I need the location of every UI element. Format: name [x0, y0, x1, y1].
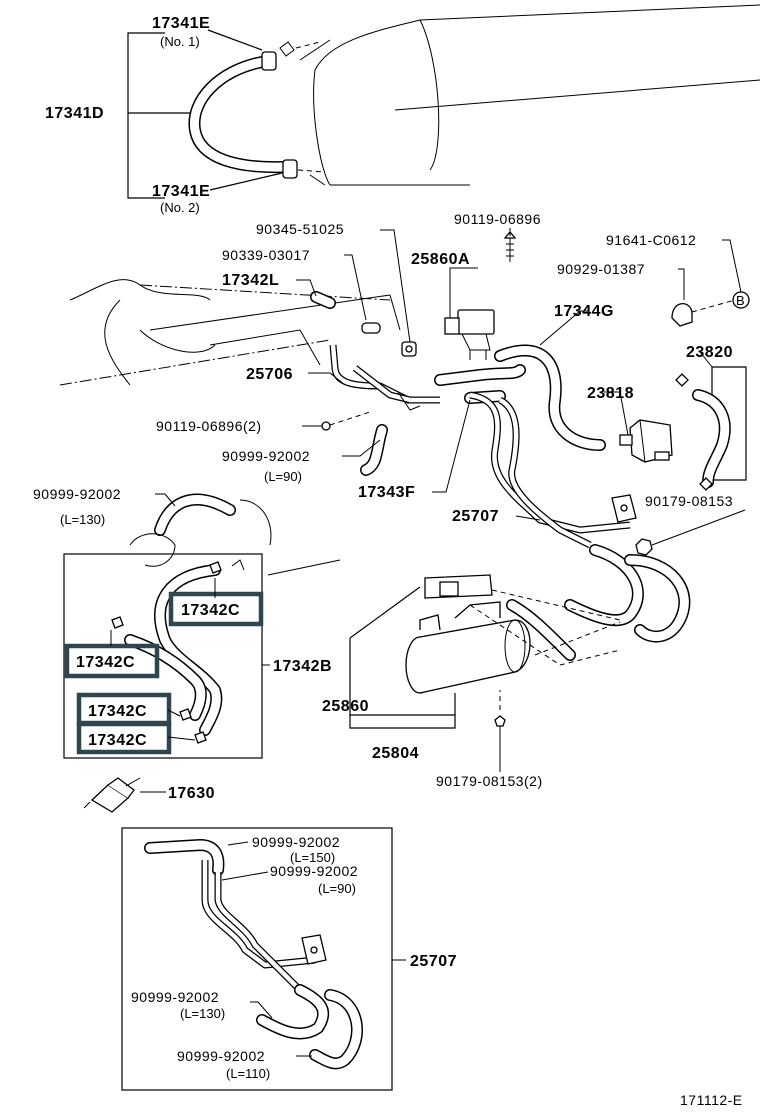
- detail-label-90999-L110: 90999-92002: [177, 1048, 265, 1064]
- detail-label-90999-L110-note: (L=110): [226, 1066, 270, 1081]
- bolt-90119-x2: [321, 411, 371, 431]
- label-90999-92002-L90-note: (L=90): [264, 469, 302, 484]
- clip-17341E-no2: [282, 159, 326, 179]
- detail-label-25707: 25707: [410, 953, 457, 970]
- callout-17342C-1: 17342C: [181, 602, 240, 619]
- detail-label-90999-L150: 90999-92002: [252, 834, 340, 850]
- detail-label-90999-L130-note: (L=130): [180, 1006, 225, 1021]
- ref-B-marker: B: [732, 291, 750, 309]
- detail-label-90999-L90-note: (L=90): [318, 881, 356, 896]
- callout-17342C-3: 17342C: [88, 703, 147, 720]
- engine-outline-mid: [59, 279, 401, 386]
- vsv-23818: [619, 419, 673, 463]
- engine-outline-top: [299, 4, 760, 186]
- label-90179-08153-x2: 90179-08153(2): [436, 773, 543, 789]
- label-17341D: 17341D: [45, 105, 104, 122]
- hose-17344G: [494, 344, 606, 451]
- detail-pipe-assembly: [144, 839, 363, 1070]
- label-90119-06896-x2: 90119-06896(2): [156, 418, 262, 434]
- figure-id: 171112-E: [680, 1092, 743, 1108]
- filter-17630: [83, 777, 141, 813]
- label-90339-03017: 90339-03017: [222, 247, 310, 263]
- label-91641-C0612: 91641-C0612: [606, 232, 696, 248]
- detail-label-90999-L130: 90999-92002: [131, 989, 219, 1005]
- leader-lines: [110, 228, 742, 1057]
- clip-17341E-no1: [261, 41, 321, 71]
- label-23818: 23818: [587, 385, 634, 402]
- label-17341E-no1: 17341E: [152, 15, 210, 32]
- box-17342B: [63, 553, 263, 759]
- label-25860: 25860: [322, 698, 369, 715]
- nut-90179-right: [635, 509, 746, 556]
- bolt-90119-top: [503, 230, 517, 262]
- hose-23820: [675, 373, 731, 491]
- pipe-assembly-25707: [469, 391, 691, 661]
- label-17344G: 17344G: [554, 303, 614, 320]
- label-90179-08153-right: 90179-08153: [645, 493, 733, 509]
- box-detail-25707: [121, 827, 393, 1091]
- vsv-screw-90345: [401, 341, 417, 357]
- hose-assembly-17342B: [111, 559, 245, 744]
- hose-17343F: [434, 364, 526, 404]
- hose-assembly-25706: [329, 344, 440, 411]
- label-90119-06896-top: 90119-06896: [454, 211, 541, 227]
- label-25706: 25706: [246, 366, 293, 383]
- label-17342B: 17342B: [273, 658, 332, 675]
- label-25860A: 25860A: [411, 251, 470, 268]
- label-17630: 17630: [168, 785, 215, 802]
- label-90999-92002-L130: 90999-92002: [33, 486, 121, 502]
- detail-label-90999-L150-note: (L=150): [290, 850, 335, 865]
- label-23820: 23820: [686, 344, 733, 361]
- clamp-90929: [671, 299, 736, 327]
- label-90929-01387: 90929-01387: [557, 261, 645, 277]
- hose-17341D: [188, 56, 288, 174]
- callout-17342C-4: 17342C: [88, 732, 147, 749]
- plug-90339: [361, 322, 381, 334]
- highlight-17342C-4: [76, 721, 172, 755]
- hose-17342L: [310, 291, 336, 309]
- label-17343F: 17343F: [358, 484, 415, 501]
- vsv-25860A: [444, 309, 495, 360]
- canister-25860: [405, 574, 621, 694]
- label-90999-92002-L90: 90999-92002: [222, 448, 310, 464]
- label-25804: 25804: [372, 745, 419, 762]
- label-17341E-no2: 17341E: [152, 183, 210, 200]
- hose-90999-L130: [129, 493, 341, 576]
- hose-90999-L90: [360, 424, 388, 476]
- label-90345-51025: 90345-51025: [256, 221, 344, 237]
- bracket-17341D: [127, 29, 283, 199]
- bolt-90179-x2: [494, 690, 506, 748]
- label-17341E-no2-note: (No. 2): [160, 200, 200, 215]
- label-17342L: 17342L: [222, 272, 279, 289]
- label-90999-92002-L130-note: (L=130): [60, 512, 105, 527]
- detail-label-90999-L90: 90999-92002: [270, 863, 358, 879]
- ref-B-letter: B: [736, 293, 745, 308]
- highlight-17342C-1: [168, 591, 264, 627]
- label-17341E-no1-note: (No. 1): [160, 34, 200, 49]
- bracket-23820: [711, 366, 747, 481]
- highlight-17342C-2: [64, 643, 160, 679]
- label-25707-mid: 25707: [452, 508, 499, 525]
- callout-17342C-2: 17342C: [76, 654, 135, 671]
